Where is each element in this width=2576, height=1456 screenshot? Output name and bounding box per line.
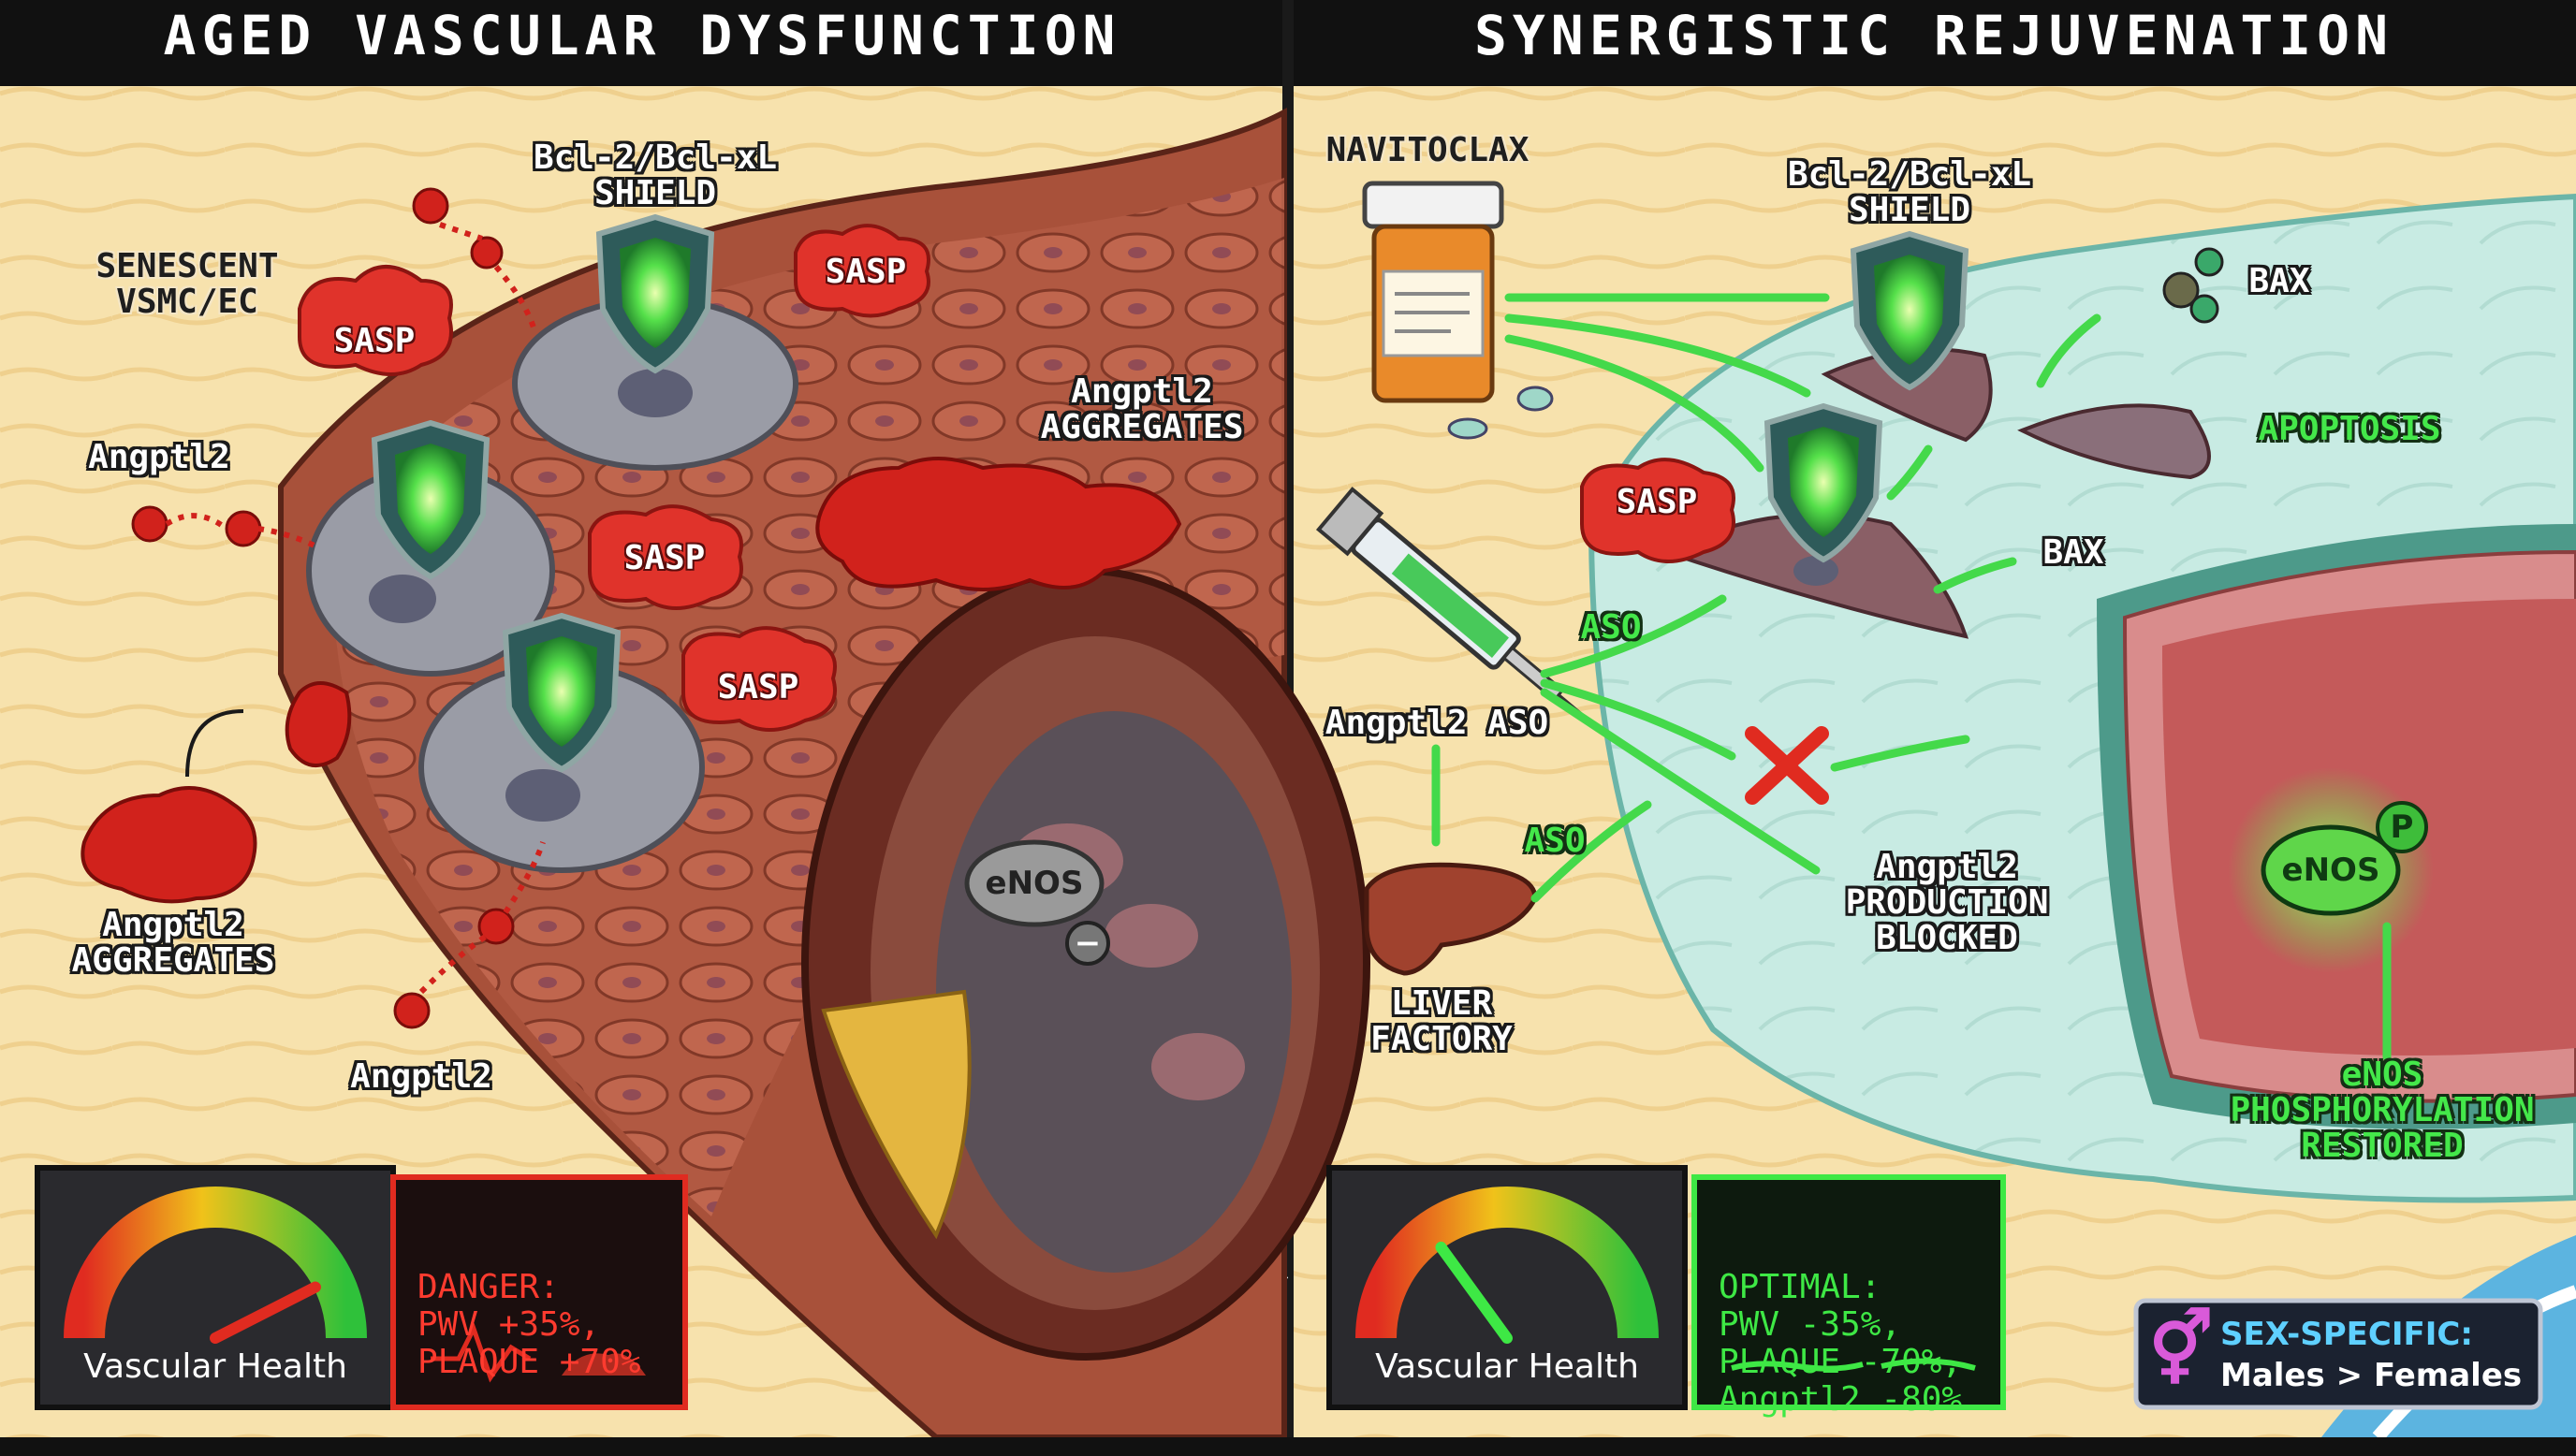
sasp-cloud (1580, 458, 1735, 563)
enos-label-left: eNOS (985, 865, 1084, 902)
gauge-icon (1326, 1165, 1688, 1410)
optimal-status: OPTIMAL:PWV -35%,PLAQUE -70%,Angptl2 -80… (1719, 1268, 1963, 1419)
pill-bottle-icon (1362, 181, 1554, 440)
sex-specific-box (2133, 1298, 2543, 1410)
plaque-deposit (821, 989, 972, 1240)
x-block-icon (1745, 726, 1829, 805)
sasp-label-3: SASP (623, 539, 706, 577)
shield-icon (1850, 230, 1969, 391)
gauge-needle-right (1435, 1241, 1513, 1344)
enos-badge-right: P (2390, 808, 2414, 846)
apoptotic-cells (1661, 347, 2211, 639)
gauge-needle-left (210, 1281, 321, 1344)
right-title: SYNERGISTIC REJUVENATION (1473, 4, 2394, 67)
gauge-label-right: Vascular Health (1375, 1347, 1639, 1386)
gauge-label-left: Vascular Health (83, 1347, 347, 1386)
aso-label-1: ASO (1580, 608, 1642, 647)
bax-label-mid: BAX (2042, 533, 2104, 572)
sasp-label-right: SASP (1616, 483, 1698, 521)
sasp-label-1: SASP (333, 322, 416, 360)
enos-inactive (964, 839, 1110, 966)
enos-badge-left: − (1074, 925, 1102, 962)
enos-label-right: eNOS (2281, 852, 2380, 889)
aso-label-2: ASO (1524, 822, 1586, 860)
danger-status: DANGER:PWV +35%,PLAQUE +70% (417, 1268, 641, 1381)
liver-icon (1364, 862, 1538, 976)
apoptosis-label: APOPTOSIS (2258, 410, 2441, 448)
bax-molecule (2162, 247, 2224, 324)
angptl2-aso-label: Angptl2 ASO (1325, 704, 1549, 742)
shield-icon (1764, 402, 1883, 563)
sasp-clouds (298, 224, 930, 732)
shield-icon (595, 213, 715, 374)
shield-icon (502, 612, 622, 773)
angptl2-label-bottom: Angptl2 (350, 1057, 492, 1096)
pathway-arrows (1431, 293, 2392, 1062)
navitoclax-label: NAVITOCLAX (1325, 131, 1530, 169)
angptl2-label-left: Angptl2 (88, 438, 230, 476)
sasp-label-2: SASP (825, 253, 907, 291)
shield-icon (371, 419, 490, 580)
gauge-icon (35, 1165, 396, 1410)
left-title: AGED VASCULAR DYSFUNCTION (163, 4, 1121, 67)
angptl2-aggregates (80, 457, 1182, 904)
sex-specific-text: SEX-SPECIFIC: Males > Females (2220, 1316, 2523, 1394)
enos-active (2261, 801, 2428, 916)
bax-label-top: BAX (2248, 262, 2310, 300)
sasp-label-4: SASP (717, 668, 799, 706)
gender-icon: ⚥ (2148, 1307, 2214, 1390)
